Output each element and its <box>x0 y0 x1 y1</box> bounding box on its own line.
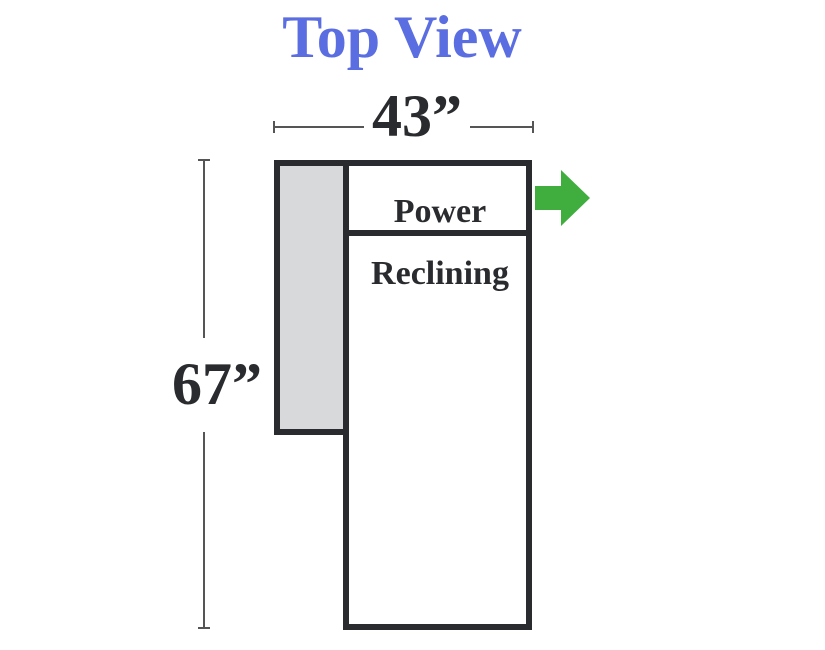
reclining-section <box>343 230 532 630</box>
power-section-label: Power <box>394 193 487 230</box>
width-dimension-label: 43” <box>372 83 462 149</box>
width-dimension: 43” <box>273 83 534 149</box>
depth-dimension: 67” <box>172 159 262 629</box>
arrow-right-icon <box>535 170 590 226</box>
depth-dimension-label: 67” <box>172 351 262 417</box>
power-section <box>343 160 532 236</box>
arm-block <box>274 160 349 435</box>
reclining-section-label: Reclining <box>371 255 509 292</box>
diagram-title: Top View <box>282 4 522 70</box>
